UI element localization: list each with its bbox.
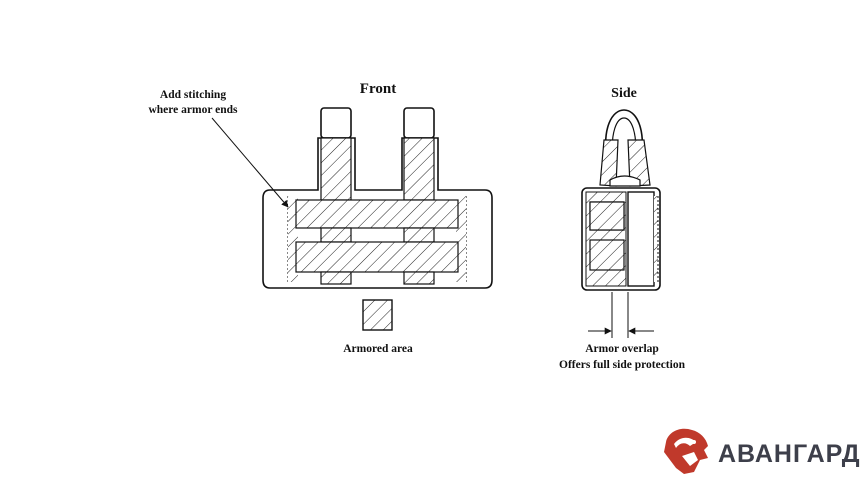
front-left-tab-cap	[320, 107, 352, 139]
side-right-strap-armor	[627, 139, 651, 187]
stitch-note-line2: where armor ends	[148, 104, 238, 116]
side-back-armor-edge	[654, 196, 658, 282]
side-strap-base	[609, 175, 641, 187]
front-title: Front	[360, 81, 396, 97]
side-strap-loop-inner	[611, 117, 637, 161]
brand-name: АВАНГАРД	[718, 440, 861, 468]
side-upper-pocket-armor	[589, 201, 625, 231]
front-upper-armor-band	[295, 199, 459, 229]
front-left-tab-armor	[320, 137, 352, 201]
front-right-connector	[403, 227, 435, 243]
front-left-side-armor	[288, 196, 298, 282]
front-right-tab-armor	[403, 137, 435, 201]
overlap-label-line2: Offers full side protection	[559, 359, 686, 371]
bear-head-icon	[664, 428, 708, 474]
side-title: Side	[611, 86, 637, 101]
front-right-bottom-connector	[403, 271, 435, 285]
front-left-bottom-connector	[320, 271, 352, 285]
front-view: Front Add stitching where armor ends Arm	[148, 81, 493, 355]
front-right-side-armor	[456, 196, 466, 282]
front-right-tab-cap	[403, 107, 435, 139]
front-lower-armor-band	[295, 241, 459, 273]
side-lower-pocket-armor	[589, 239, 625, 271]
stitch-note-arrow	[211, 117, 289, 208]
side-back-panel	[627, 191, 655, 287]
brand-logo: АВАНГАРД	[664, 428, 861, 474]
stitch-note-line1: Add stitching	[160, 89, 226, 101]
overlap-label-line1: Armor overlap	[585, 343, 659, 355]
armored-area-label: Armored area	[343, 343, 413, 355]
armored-area-swatch	[362, 299, 393, 331]
side-strap-loop-outer	[604, 109, 644, 161]
side-view: Side Armor overlap Offers full side prot…	[559, 86, 686, 371]
front-left-connector	[320, 227, 352, 243]
